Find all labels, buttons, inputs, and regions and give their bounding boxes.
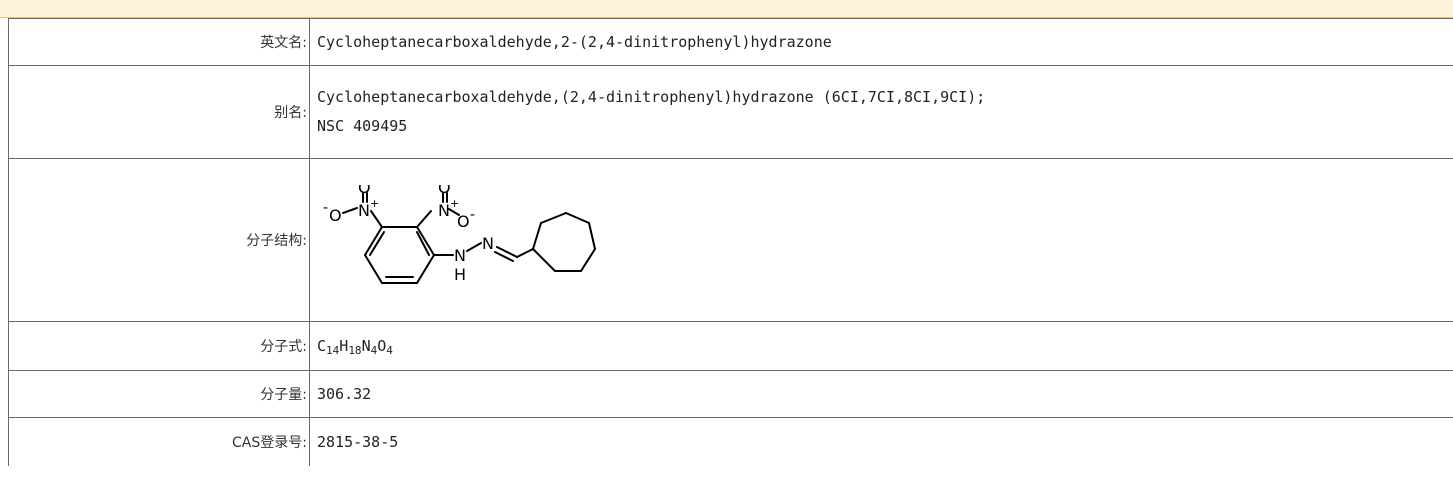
english-name-label: 英文名: xyxy=(8,18,310,66)
formula-value: C14H18N4O4 xyxy=(309,321,1453,371)
alias-item: NSC 409495 xyxy=(317,117,408,135)
atom-o-nitro-right-top: O xyxy=(438,185,451,197)
table-row-formula: 分子式: C14H18N4O4 xyxy=(8,321,1453,371)
atom-o-nitro-left-top: O xyxy=(358,185,371,197)
molecular-weight-label: 分子量: xyxy=(8,370,310,418)
atom-n-amine: N xyxy=(454,246,466,265)
section-header-band xyxy=(0,0,1453,18)
formula-subscript: 18 xyxy=(348,344,362,357)
atom-n-imine: N xyxy=(482,234,494,253)
formula-subscript: 4 xyxy=(386,344,393,357)
atom-minus-right: - xyxy=(470,207,475,223)
structure-cell: N + O - O N + O O - N H N xyxy=(309,158,1453,322)
alias-item: Cycloheptanecarboxaldehyde,(2,4-dinitrop… xyxy=(317,88,986,106)
alias-label: 别名: xyxy=(8,65,310,159)
property-table: 英文名: Cycloheptanecarboxaldehyde,2-(2,4-d… xyxy=(8,18,1453,466)
atom-n-nitro-right: N xyxy=(438,201,450,220)
formula-element: C xyxy=(317,337,327,355)
formula-element: H xyxy=(339,337,349,355)
table-row-cas: CAS登录号: 2815-38-5 xyxy=(8,417,1453,466)
formula-element: O xyxy=(377,337,387,355)
atom-plus-right: + xyxy=(450,197,459,210)
atom-n-nitro-left: N xyxy=(358,201,370,220)
table-row-alias: 别名: Cycloheptanecarboxaldehyde,(2,4-dini… xyxy=(8,65,1453,159)
molecular-weight-value: 306.32 xyxy=(309,370,1453,418)
table-row-structure: 分子结构: xyxy=(8,158,1453,322)
atom-plus-left: + xyxy=(370,197,379,210)
cas-value: 2815-38-5 xyxy=(309,417,1453,466)
formula-subscript: 14 xyxy=(326,344,340,357)
molecule-structure-image: N + O - O N + O O - N H N xyxy=(323,185,596,284)
atom-o-nitro-right-side: O xyxy=(457,212,470,231)
formula-element: N xyxy=(361,337,371,355)
table-row-molecular-weight: 分子量: 306.32 xyxy=(8,370,1453,418)
alias-values: Cycloheptanecarboxaldehyde,(2,4-dinitrop… xyxy=(309,65,1453,159)
english-name-value: Cycloheptanecarboxaldehyde,2-(2,4-dinitr… xyxy=(309,18,1453,66)
table-row-english-name: 英文名: Cycloheptanecarboxaldehyde,2-(2,4-d… xyxy=(8,18,1453,66)
structure-label: 分子结构: xyxy=(8,158,310,322)
formula-label: 分子式: xyxy=(8,321,310,371)
cas-label: CAS登录号: xyxy=(8,417,310,466)
formula-subscript: 4 xyxy=(370,344,378,357)
atom-o-nitro-left-side: O xyxy=(329,206,342,225)
atom-minus-left: - xyxy=(323,200,328,216)
atom-h-amine: H xyxy=(454,265,466,284)
